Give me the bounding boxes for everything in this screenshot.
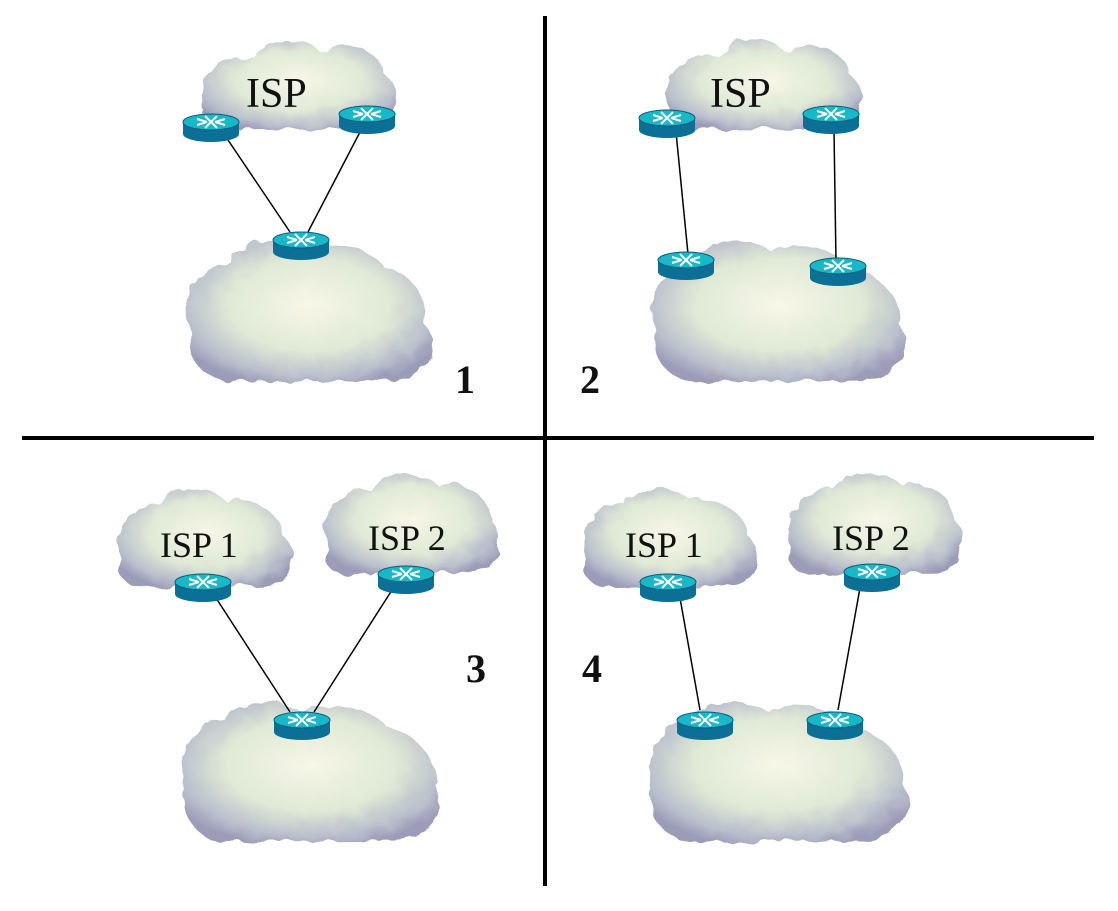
isp-cloud [201,39,398,130]
isp-label: ISP [246,71,307,117]
link [215,597,291,713]
quadrant-3: ISP 1 ISP 2 3 [118,473,499,842]
isp-cloud [324,473,499,575]
link [227,139,291,233]
quadrant-4: ISP 1 ISP 2 4 [582,473,963,842]
router-icon [843,563,901,593]
quadrant-number: 1 [455,357,475,402]
isp-cloud [118,488,293,588]
link [837,587,861,711]
isp-1-label: ISP 1 [625,525,703,565]
router-icon [272,231,330,261]
isp-1-label: ISP 1 [160,525,238,565]
router-icon [639,573,697,603]
router-icon [338,105,396,135]
isp-label: ISP [710,71,771,117]
router-icon [657,251,715,281]
link [313,589,393,713]
router-icon [638,109,696,139]
router-icon [676,711,734,741]
customer-cloud [181,701,440,842]
quadrant-number: 3 [466,646,486,691]
isp-cloud [788,473,963,575]
router-icon [273,711,331,741]
router-icon [182,113,240,143]
quadrant-number: 2 [580,357,600,402]
link [679,597,701,711]
isp-2-label: ISP 2 [832,518,910,558]
router-icon [377,565,435,595]
isp-cloud [583,488,758,588]
quadrant-2: ISP 2 [580,39,906,402]
router-icon [809,257,867,287]
router-icon [806,711,864,741]
quadrant-1: ISP 1 [182,39,475,402]
router-icon [802,105,860,135]
router-icon [174,573,232,603]
customer-cloud [186,241,434,382]
quadrant-number: 4 [582,646,602,691]
link [307,131,361,233]
link [675,131,689,255]
link [833,129,837,263]
isp-2-label: ISP 2 [368,518,446,558]
